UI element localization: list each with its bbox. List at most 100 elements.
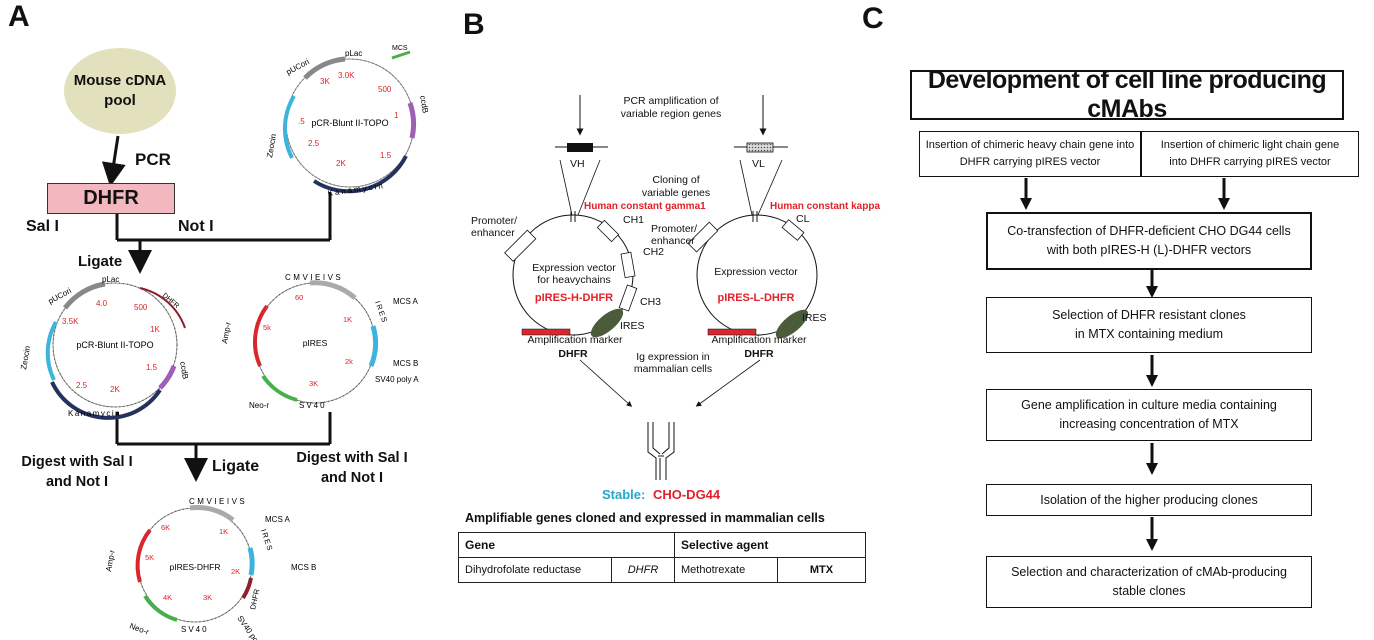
panel-c-arrows	[1020, 178, 1230, 551]
digest-right: Digest with Sal I and Not I	[282, 448, 422, 488]
dhfr-right-label: DHFR	[744, 348, 774, 360]
ch2-label: CH2	[643, 246, 665, 258]
topo-kanamycin-label: Kanamycin	[327, 181, 385, 198]
step-1-line1: Co-transfection of DHFR-deficient CHO DG…	[1007, 224, 1291, 238]
topo-tick-2: 3.0K	[338, 71, 355, 80]
cdna-pool-line2: pool	[104, 92, 136, 109]
pires-dhfr-tick-4: 2K	[231, 567, 240, 576]
stable-line: Stable: CHO-DG44	[602, 487, 720, 502]
topo-dhfr-plac-label: pLac	[102, 275, 119, 284]
human-constant-kappa-label: Human constant kappa	[770, 201, 881, 212]
ig-expression-text: Ig expression in mammalian cells	[628, 351, 718, 375]
pires-dhfr-mcsa-label: MCS A	[265, 515, 291, 524]
topo-dhfr-tick-7: 1K	[150, 325, 160, 334]
pires-ivs: IVS	[323, 273, 343, 282]
pires-dhfr-ivs: IVS	[227, 497, 247, 506]
ch3-label: CH3	[640, 296, 662, 308]
pires-name-label: pIRES	[303, 338, 328, 348]
table-cell-agent-abbr: MTX	[777, 557, 866, 583]
cloning-text: Cloning of variable genes	[636, 174, 716, 200]
not1-label: Not I	[178, 218, 214, 235]
step-2-line1: Selection of DHFR resistant clones	[1052, 308, 1246, 322]
pires-ampr-label: Amp-r	[220, 321, 233, 344]
pires-cmv: CMVIE	[285, 273, 323, 282]
topo-name-label: pCR-Blunt II-TOPO	[311, 118, 388, 128]
table-header-gene: Gene	[458, 532, 675, 558]
pires-dhfr-sv40-label: SV40	[181, 625, 209, 634]
flow-step-5: Selection and characterization of cMAb-p…	[986, 556, 1312, 608]
digest-left: Digest with Sal I and Not I	[2, 452, 152, 492]
expression-vector-h-line1: Expression vector	[532, 262, 616, 274]
table-header-selective-agent: Selective agent	[674, 532, 866, 558]
pcr-amplification-line1: PCR amplification of	[623, 95, 719, 107]
pcr-amplification-line2: variable region genes	[620, 108, 722, 120]
pcr-amplification-text: PCR amplification of variable region gen…	[606, 95, 736, 121]
pires-dhfr-mcsb-label: MCS B	[291, 563, 316, 572]
step-5-line1: Selection and characterization of cMAb-p…	[1011, 565, 1287, 579]
topo-dhfr-tick-5: 2.5	[76, 381, 88, 390]
topo-dhfr-tick-3: 500	[134, 303, 148, 312]
ires-right-label: IRES	[802, 312, 827, 324]
flow-step-4: Isolation of the higher producing clones	[986, 484, 1312, 516]
vl-label: VL	[752, 158, 765, 170]
topo-dhfr-tick-2: 4.0	[96, 299, 108, 308]
promoter-right-line1: Promoter/	[651, 223, 698, 235]
topo-dhfr-tick-4: 1.5	[146, 363, 158, 372]
heavy-line2: DHFR carrying pIRES vector	[959, 156, 1101, 168]
topo-mcs-label: MCS	[392, 45, 408, 52]
sal1-label: Sal I	[26, 218, 59, 235]
pires-dhfr-sv40polya-label: SV40 poly A	[235, 614, 268, 640]
table-title: Amplifiable genes cloned and expressed i…	[465, 511, 825, 525]
pires-dhfr-neor-label: Neo-r	[128, 621, 150, 636]
panel-c-title-box: Development of cell line producing cMAbs	[910, 66, 1344, 123]
pires-l-dhfr-label: pIRES-L-DHFR	[717, 292, 795, 304]
step-5-line2: stable clones	[1112, 584, 1186, 598]
flow-step-3: Gene amplification in culture media cont…	[986, 389, 1312, 441]
dhfr-left-label: DHFR	[558, 348, 588, 360]
pcr-label: PCR	[135, 150, 171, 169]
dhfr-box: DHFR	[47, 183, 175, 214]
topo-tick-7: 2.5	[308, 139, 320, 148]
pires-sv40-label: SV40	[299, 401, 327, 410]
human-constant-gamma1-label: Human constant gamma1	[584, 201, 706, 212]
pires-tick-5: 3K	[309, 379, 318, 388]
topo-dhfr-ccdb-label: ccdB	[178, 361, 190, 380]
pires-dhfr-vector-plasmid: CMVIEIVS IRES MCS A MCS B DHFR SV40 poly…	[104, 497, 316, 640]
pires-dhfr-tick-5: 3K	[203, 593, 212, 602]
heavy-chain-box: Insertion of chimeric heavy chain gene i…	[919, 131, 1141, 177]
digest-left-line1: Digest with Sal I	[21, 454, 133, 470]
pires-tick-3: 5k	[263, 323, 271, 332]
pires-dhfr-cmv: CMVIE	[189, 497, 227, 506]
promoter-left-line1: Promoter/	[471, 215, 518, 227]
pires-mcsa-label: MCS A	[393, 297, 419, 306]
topo-tick-3: 500	[378, 85, 392, 94]
pires-dhfr-ampr-label: Amp-r	[104, 549, 117, 572]
table-header-row: Gene Selective agent	[458, 532, 866, 558]
pires-dhfr-ires-label: IRES	[259, 528, 275, 553]
flow-step-1: Co-transfection of DHFR-deficient CHO DG…	[986, 212, 1312, 270]
heavy-line1: Insertion of chimeric heavy chain gene i…	[925, 139, 1135, 151]
cl-label: CL	[796, 213, 810, 225]
pires-cmv-ivs-label: CMVIEIVS	[285, 273, 343, 282]
pires-sv40polya-label: SV40 poly A	[375, 375, 419, 384]
pires-dhfr-tick-6: 4K	[163, 593, 172, 602]
topo-dhfr-name-label: pCR-Blunt II-TOPO	[76, 340, 153, 350]
pires-tick-2: 1K	[343, 315, 352, 324]
topo-dhfr-tick-6: 2K	[110, 385, 120, 394]
step-1-line2: with both pIRES-H (L)-DHFR vectors	[1046, 243, 1252, 257]
panel-b-letter: B	[463, 8, 485, 41]
light-line2: into DHFR carrying pIRES vector	[1169, 156, 1331, 168]
pires-h-dhfr-label: pIRES-H-DHFR	[534, 292, 614, 304]
step-4-line1: Isolation of the higher producing clones	[1040, 492, 1258, 507]
topo-dhfr-zeocin-label: Zeocin	[19, 345, 32, 370]
expression-vector-l-text: Expression vector	[714, 266, 798, 278]
topo-dhfr-tick-1: 3.5K	[62, 317, 79, 326]
cdna-pool-ellipse: Mouse cDNA pool	[64, 48, 176, 134]
dhfr-box-label: DHFR	[83, 187, 139, 209]
stable-label: Stable:	[602, 487, 646, 502]
ires-left-label: IRES	[620, 320, 645, 332]
topo-dhfr-kanamycin-label: Kanamycin	[68, 409, 121, 418]
topo-vector-plasmid: pUCori pLac MCS ccdB Zeocin Kanamycin pC…	[265, 45, 430, 198]
topo-dhfr-vector-plasmid: pUCori pLac DHFR ccdB Zeocin Kanamycin p…	[19, 275, 190, 420]
panel-b-diagram	[504, 95, 818, 480]
